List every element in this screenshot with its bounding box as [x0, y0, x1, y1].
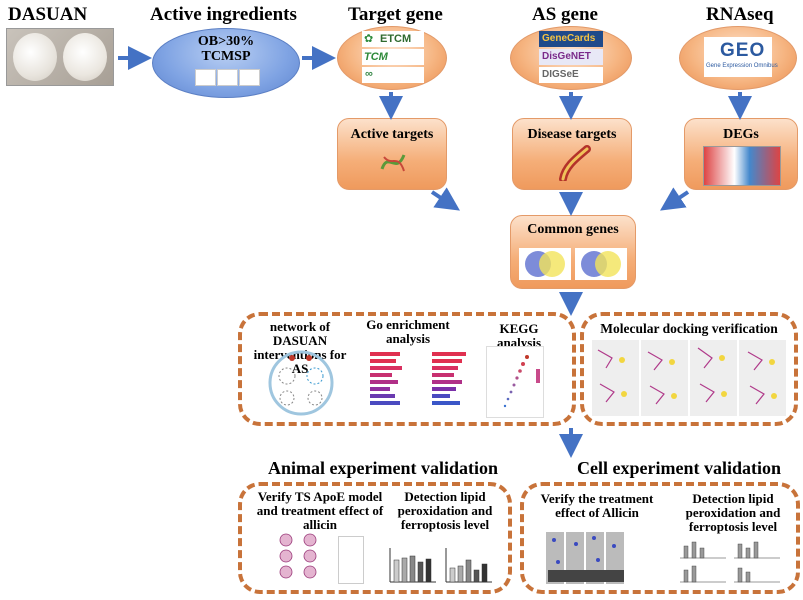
- garlic-bulb-left: [13, 33, 57, 81]
- heatmap-thumbnail: [703, 146, 781, 186]
- animal-left-title: Verify TS ApoE model and treatment effec…: [256, 489, 384, 532]
- molecule-thumb-1: [195, 69, 216, 86]
- cell-left-title: Verify the treatment effect of Allicin: [540, 491, 654, 520]
- title-as-gene: AS gene: [532, 4, 598, 25]
- tcmsp-label: TCMSP: [201, 49, 251, 64]
- garlic-bulb-right: [63, 33, 107, 81]
- venn-diagram-2: [575, 248, 627, 280]
- digsee-logo: DIGSeE: [539, 67, 603, 83]
- title-active-ingredients: Active ingredients: [150, 4, 297, 25]
- lipid-bar-chart-1: [386, 544, 438, 584]
- target-gene-oval: ✿ ETCM TCM ∞: [337, 26, 447, 90]
- arrow-degs-to-common: [660, 187, 690, 211]
- garlic-photo: [6, 28, 114, 86]
- cell-right-title: Detection lipid peroxidation and ferropt…: [685, 491, 781, 534]
- active-targets-box: Active targets: [337, 118, 447, 190]
- venn-diagram-1: [519, 248, 571, 280]
- lipid-bar-chart-2: [442, 544, 494, 584]
- tcm-logo: TCM: [362, 49, 424, 65]
- disgenet-logo: DisGeNET: [539, 49, 603, 65]
- disease-targets-label: Disease targets: [527, 127, 617, 142]
- animal-panel: Verify TS ApoE model and treatment effec…: [238, 482, 512, 594]
- ingredients-oval: OB>30% TCMSP: [152, 28, 300, 98]
- cell-lipid-charts: [676, 536, 786, 584]
- degs-label: DEGs: [723, 127, 759, 142]
- title-dasuan: DASUAN: [8, 4, 88, 25]
- genecards-logo: GeneCards: [539, 31, 603, 47]
- molecule-thumb-2: [217, 69, 238, 86]
- animal-right-title: Detection lipid peroxidation and ferropt…: [397, 489, 493, 532]
- common-genes-box: Common genes: [510, 215, 636, 289]
- rnaseq-oval: GEO Gene Expression Omnibus: [679, 26, 797, 90]
- ob-criterion: OB>30%: [197, 34, 255, 49]
- cell-microscopy-images: [546, 532, 626, 584]
- title-target-gene: Target gene: [348, 4, 443, 25]
- as-gene-oval: GeneCards DisGeNET DIGSeE: [510, 26, 632, 90]
- go-enrichment-title: Go enrichment analysis: [366, 317, 450, 346]
- go-bar-chart-1: [360, 346, 410, 416]
- artery-icon: [557, 145, 591, 183]
- arrow-active-to-common: [430, 187, 460, 211]
- geo-logo: GEO Gene Expression Omnibus: [704, 37, 778, 77]
- molecule-thumb-3: [239, 69, 260, 86]
- common-genes-label: Common genes: [527, 222, 619, 237]
- network-graph: [262, 350, 340, 416]
- cell-panel: Verify the treatment effect of Allicin D…: [520, 482, 800, 594]
- docking-images-grid: [592, 340, 788, 416]
- network-title: network of DASUAN interventions for AS: [253, 319, 347, 376]
- protein-structure-icon: [378, 147, 408, 177]
- etcm-logo: ✿ ETCM: [362, 31, 424, 47]
- docking-panel: Molecular docking verification: [580, 312, 798, 426]
- tissue-section-images: [264, 532, 336, 584]
- go-bar-chart-2: [422, 346, 472, 416]
- systems-pharmacology-logo: ∞: [362, 67, 424, 83]
- animal-section-title: Animal experiment validation: [268, 458, 498, 478]
- cell-section-title: Cell experiment validation: [577, 458, 781, 478]
- kegg-dot-plot: [486, 346, 544, 418]
- title-rnaseq: RNAseq: [706, 4, 774, 25]
- disease-targets-box: Disease targets: [512, 118, 632, 190]
- small-bar-charts: [338, 536, 364, 584]
- analysis-panel: network of DASUAN interventions for AS G…: [238, 312, 576, 426]
- structure-thumbnails: [195, 69, 260, 86]
- active-targets-label: Active targets: [350, 127, 434, 142]
- docking-title: Molecular docking verification: [600, 321, 778, 336]
